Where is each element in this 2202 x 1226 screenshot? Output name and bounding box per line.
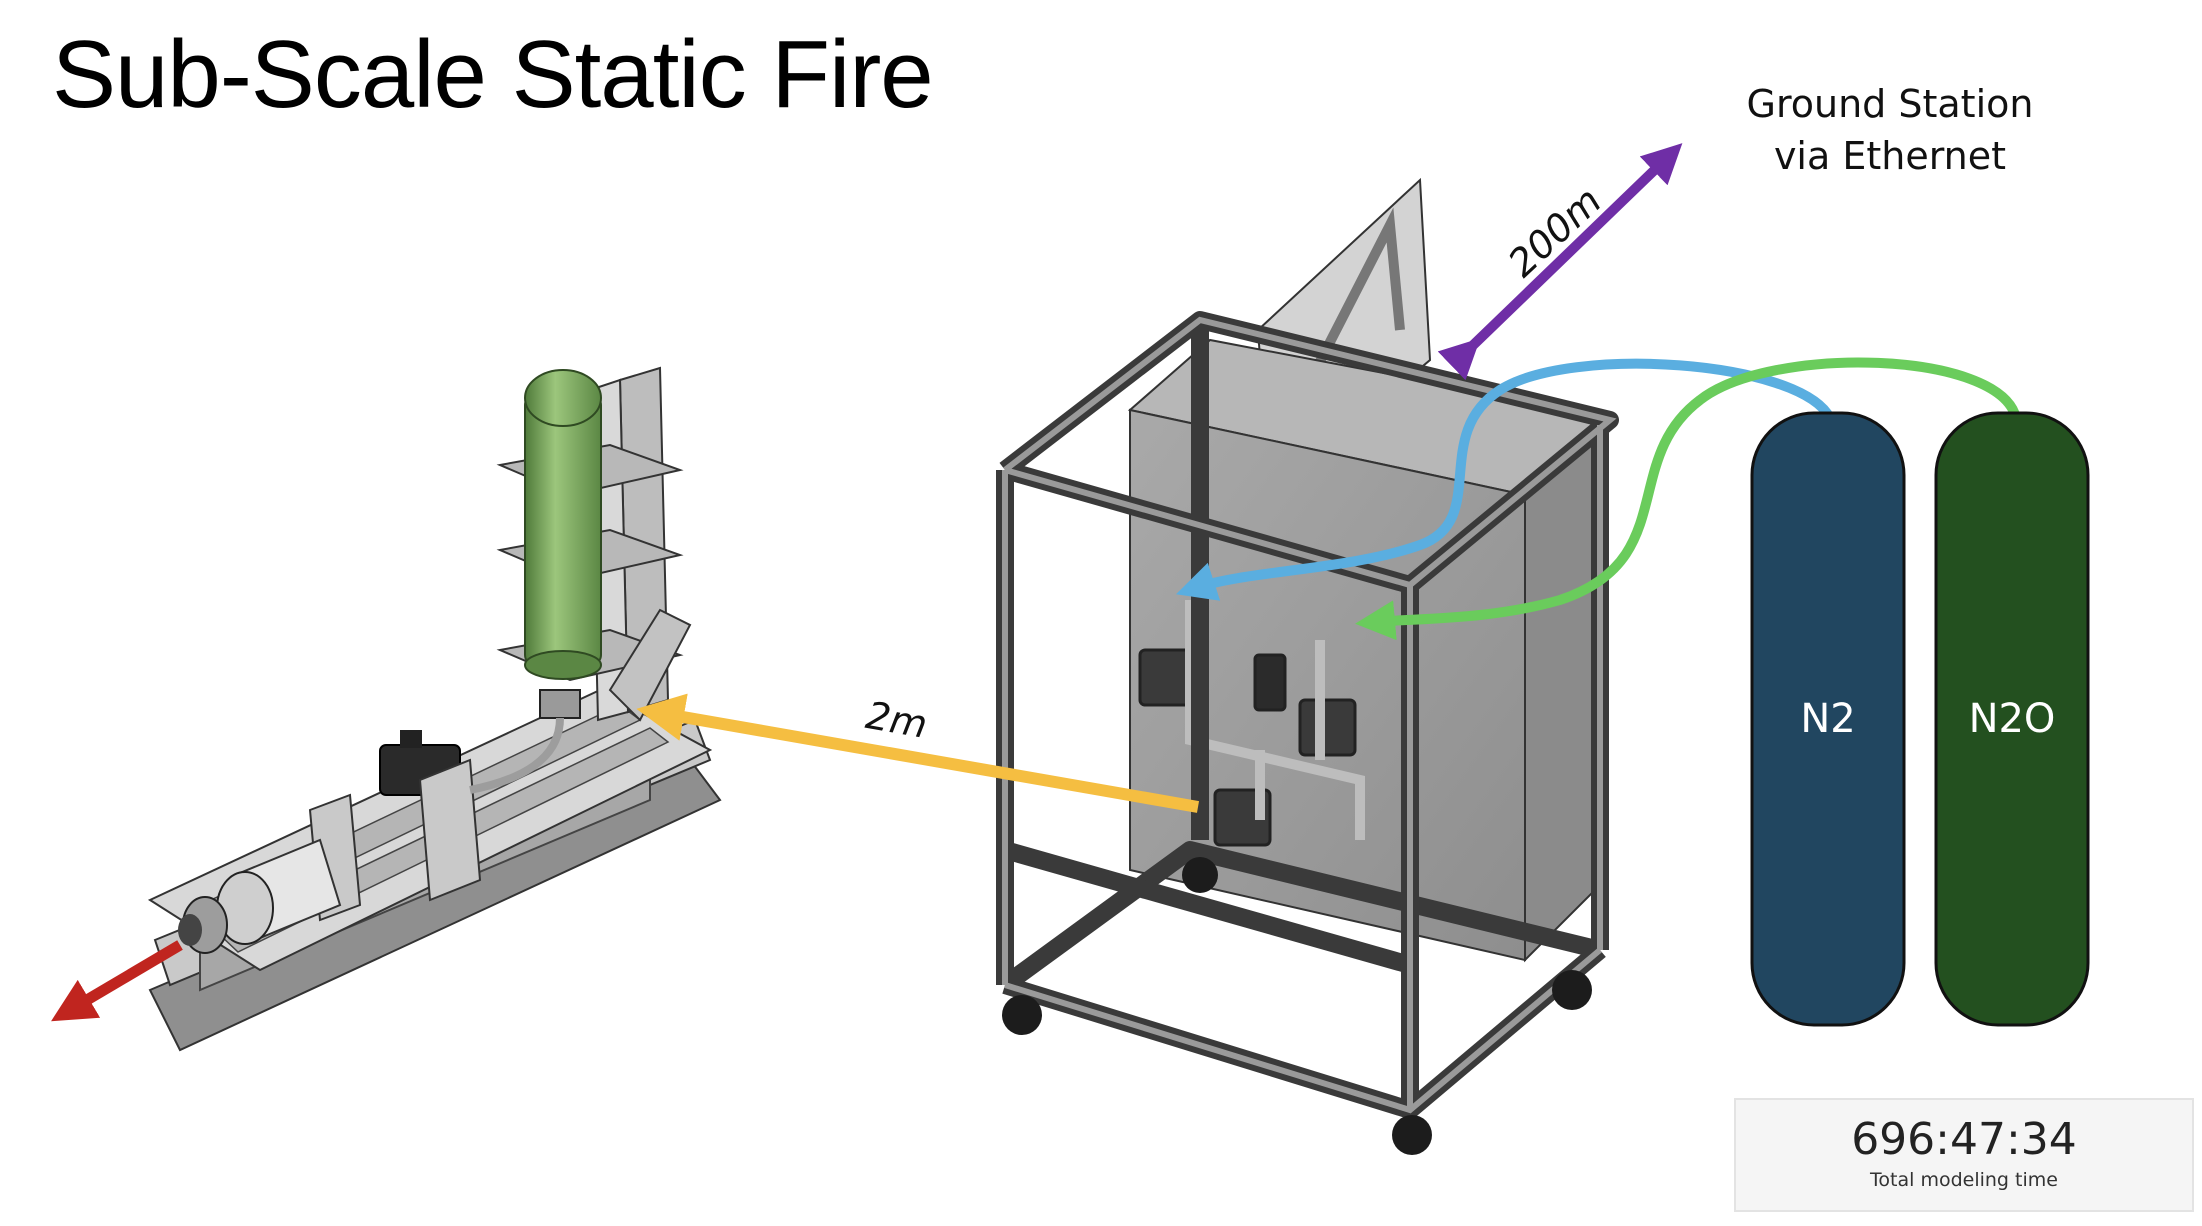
modeling-time-caption: Total modeling time xyxy=(1736,1169,2192,1191)
ground-station-line1: Ground Station xyxy=(1690,78,2090,130)
ground-station-line2: via Ethernet xyxy=(1690,130,2090,182)
fill-cart xyxy=(1002,180,1610,1155)
oxidizer-tank xyxy=(525,370,601,679)
ground-station-label: Ground Station via Ethernet xyxy=(1690,78,2090,182)
modeling-time-value: 696:47:34 xyxy=(1736,1114,2192,1165)
feed-line-arrow xyxy=(660,713,1198,807)
ethernet-link-arrow xyxy=(1466,157,1668,352)
modeling-time-widget: 696:47:34 Total modeling time xyxy=(1734,1098,2194,1212)
n2o-tank-label: N2O xyxy=(1936,696,2088,742)
test-stand xyxy=(150,368,720,1050)
n2-tank-label: N2 xyxy=(1752,696,1904,742)
